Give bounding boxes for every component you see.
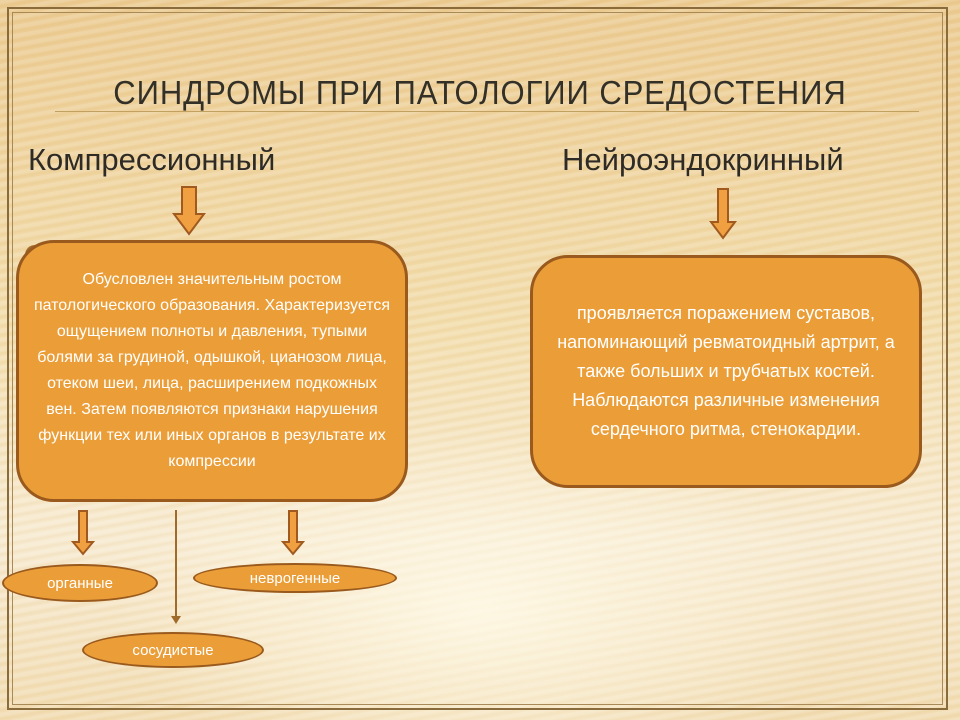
vascular-label: сосудистые (132, 641, 214, 659)
neurogenic-label: неврогенные (249, 569, 341, 587)
organ-syndrome-oval: органные (2, 564, 158, 602)
down-arrow-icon (71, 510, 95, 556)
down-arrow-icon (709, 188, 737, 240)
down-arrow-icon (281, 510, 305, 556)
title-underline (55, 111, 919, 112)
connector-arrowhead-icon (171, 616, 181, 624)
down-arrow-icon (172, 186, 206, 236)
vascular-syndrome-oval: сосудистые (82, 632, 264, 668)
neurogenic-syndrome-oval: неврогенные (193, 563, 397, 593)
compression-heading: Компрессионный (28, 142, 276, 177)
compression-description-box: Обусловлен значительным ростом патологич… (16, 240, 408, 502)
slide-inner-frame (12, 12, 943, 705)
vascular-connector-line (175, 510, 177, 620)
slide-frame (7, 7, 948, 710)
organ-label: органные (47, 574, 113, 592)
neuroendocrine-heading: Нейроэндокринный (562, 142, 844, 177)
neuroendocrine-description-text: проявляется поражением суставов, напомин… (557, 303, 895, 439)
slide-title: СИНДРОМЫ ПРИ ПАТОЛОГИИ СРЕДОСТЕНИЯ (113, 74, 847, 111)
compression-description-text: Обусловлен значительным ростом патологич… (33, 271, 391, 470)
neuroendocrine-description-box: проявляется поражением суставов, напомин… (530, 255, 922, 488)
